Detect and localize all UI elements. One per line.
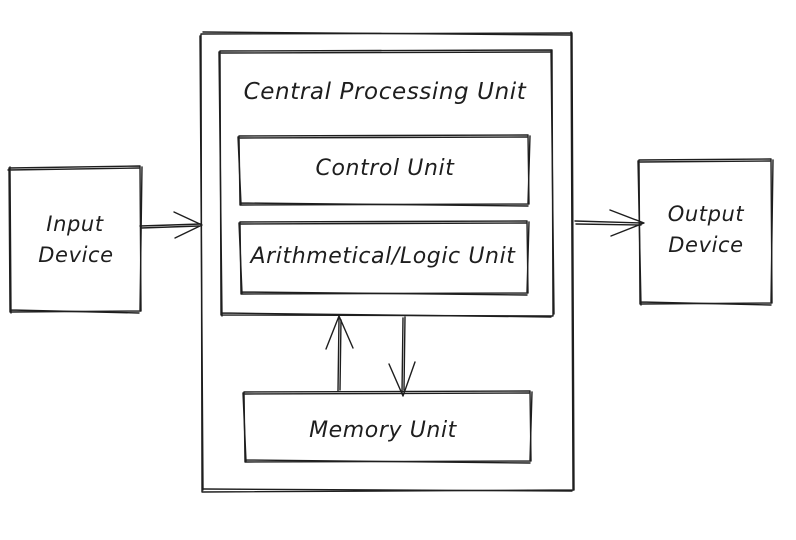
- output-device-label-line1: Output: [668, 202, 745, 226]
- input-to-cpu-arrow: [139, 211, 203, 239]
- input-device-box: Input Device: [7, 165, 143, 314]
- cpu-to-memory-arrow: [388, 316, 416, 397]
- system-unit-box: [199, 31, 575, 493]
- memory-unit-box: Memory Unit: [242, 390, 533, 464]
- memory-unit-label: Memory Unit: [309, 418, 458, 443]
- input-device-label-line1: Input: [46, 212, 104, 236]
- alu-box: Arithmetical/Logic Unit: [238, 220, 530, 296]
- alu-label: Arithmetical/Logic Unit: [248, 244, 516, 269]
- control-unit-box: Control Unit: [237, 134, 531, 207]
- cpu-box: Central Processing Unit: [218, 49, 555, 318]
- output-device-label-line2: Device: [668, 233, 743, 257]
- memory-to-cpu-arrow: [325, 315, 354, 392]
- input-device-label-line2: Device: [38, 243, 113, 267]
- cpu-to-output-arrow: [574, 209, 645, 237]
- output-device-box: Output Device: [637, 158, 774, 306]
- cpu-title: Central Processing Unit: [244, 79, 527, 105]
- control-unit-label: Control Unit: [316, 156, 456, 181]
